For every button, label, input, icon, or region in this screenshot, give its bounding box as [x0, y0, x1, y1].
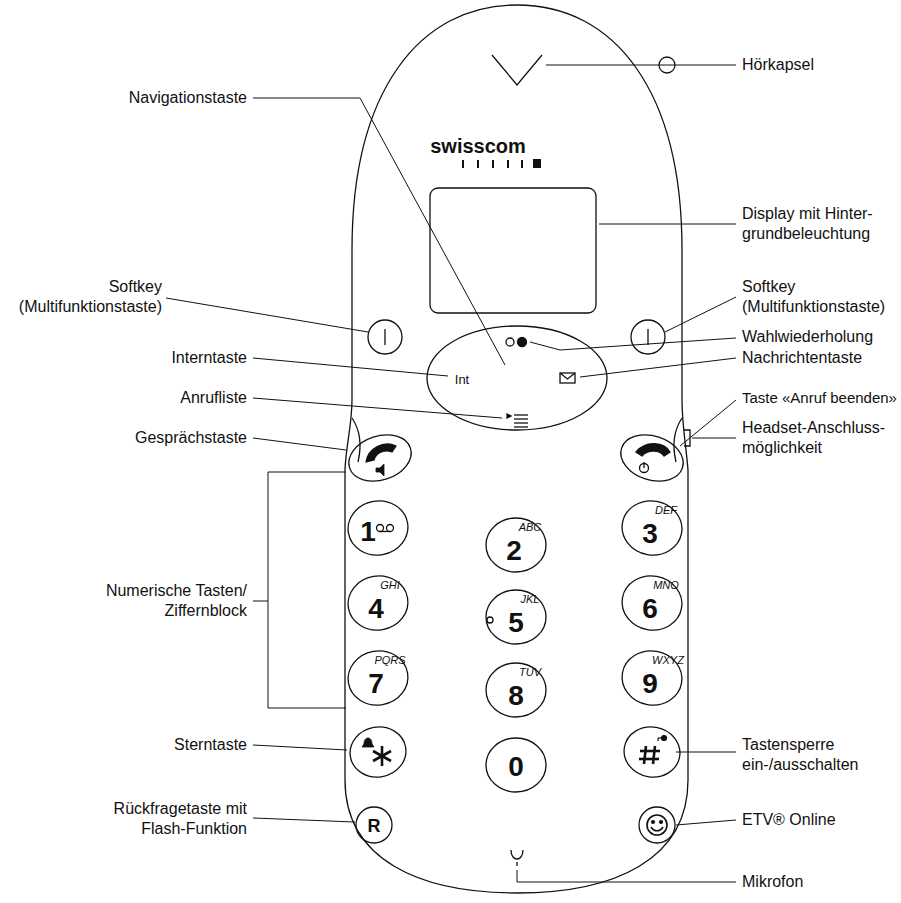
microphone: [511, 850, 523, 866]
key-letters: PQRS: [374, 655, 405, 666]
key-label: R: [368, 817, 381, 835]
part-label: Taste «Anruf beenden»: [742, 388, 897, 408]
leader-line: [580, 358, 736, 377]
part-label: Anrufliste: [7, 388, 247, 408]
part-label: Headset-Anschluss- möglichkeit: [742, 418, 894, 458]
key-symbol: [658, 736, 667, 742]
softkey: [631, 320, 665, 354]
part-label: Mikrofon: [742, 872, 803, 892]
key-letters: MNO: [653, 580, 679, 591]
part-label: Softkey (Multifunktionstaste): [4, 277, 162, 317]
call-key: [343, 427, 417, 489]
star-symbol: [373, 746, 391, 766]
bracket: [268, 472, 346, 708]
leader-line: [665, 297, 736, 332]
leader-line: [517, 870, 736, 882]
softkey: [368, 320, 402, 354]
leader-line: [546, 65, 736, 66]
voicemail-symbol: [377, 525, 394, 532]
logo-bars: [462, 159, 541, 168]
key-letters: WXYZ: [652, 655, 684, 666]
key-digit: 2: [506, 537, 522, 565]
leader-line: [676, 820, 736, 825]
display: [430, 188, 596, 313]
handset: [343, 5, 690, 893]
leader-line: [253, 601, 268, 602]
hash-symbol: [639, 746, 660, 764]
leader-line: [676, 752, 736, 753]
leader-line: [253, 438, 346, 450]
key-label: Int: [455, 373, 469, 386]
list-symbol: [507, 414, 528, 427]
leader-line: [692, 438, 736, 439]
smiley-symbol: [647, 815, 667, 835]
key-letters: JKL: [521, 594, 540, 605]
leader-line: [166, 298, 368, 332]
part-label: Hörkapsel: [742, 55, 814, 75]
part-label: Sterntaste: [7, 735, 247, 755]
part-label: Tastensperre ein-/ausschalten: [742, 735, 894, 775]
key-digit: 4: [368, 595, 384, 623]
key-digit: 9: [642, 670, 658, 698]
key-digit: 5: [508, 609, 524, 637]
housing-outline: [345, 5, 688, 893]
message-symbol: [560, 373, 575, 383]
bell-symbol: [362, 738, 374, 747]
part-label: Nachrichtentaste: [742, 348, 862, 368]
leader-line: [680, 400, 736, 446]
part-label: ETV® Online: [742, 810, 836, 830]
key-digit: 6: [642, 595, 658, 623]
part-label: Display mit Hinter- grundbeleuchtung: [742, 204, 894, 244]
leader-line: [599, 224, 736, 225]
side-groove: [352, 418, 360, 462]
key-letters: DEF: [655, 505, 677, 516]
dot-mark: [487, 617, 493, 623]
key-digit: 1: [360, 518, 376, 546]
leader-line: [253, 745, 347, 750]
brand-logo: swisscom: [430, 136, 526, 156]
earpiece: [492, 55, 542, 85]
leader-line: [253, 818, 355, 822]
part-label: Gesprächstaste: [7, 428, 247, 448]
part-label: Navigationstaste: [7, 88, 247, 108]
end-call-key: [615, 427, 689, 489]
part-label: Wahlwiederholung: [742, 327, 873, 347]
part-label: Numerische Tasten/ Ziffernblock: [95, 581, 247, 621]
side-groove: [674, 418, 682, 462]
leader-line: [253, 398, 502, 418]
part-label: Interntaste: [7, 348, 247, 368]
key-letters: ABC: [519, 522, 542, 533]
part-label: Softkey (Multifunktionstaste): [742, 277, 894, 317]
redial-symbol: [506, 338, 527, 347]
leader-line: [253, 358, 448, 376]
leader-line: [530, 338, 736, 350]
key-digit: 0: [508, 753, 524, 781]
part-label: Rückfragetaste mit Flash-Funktion: [105, 799, 247, 839]
key-digit: 7: [368, 670, 384, 698]
key-digit: 3: [642, 520, 658, 548]
key-letters: TUV: [519, 667, 541, 678]
key-letters: GHI: [380, 580, 400, 591]
number-keys: [344, 496, 686, 843]
key-digit: 8: [508, 682, 524, 710]
leader-lines: [166, 65, 736, 882]
